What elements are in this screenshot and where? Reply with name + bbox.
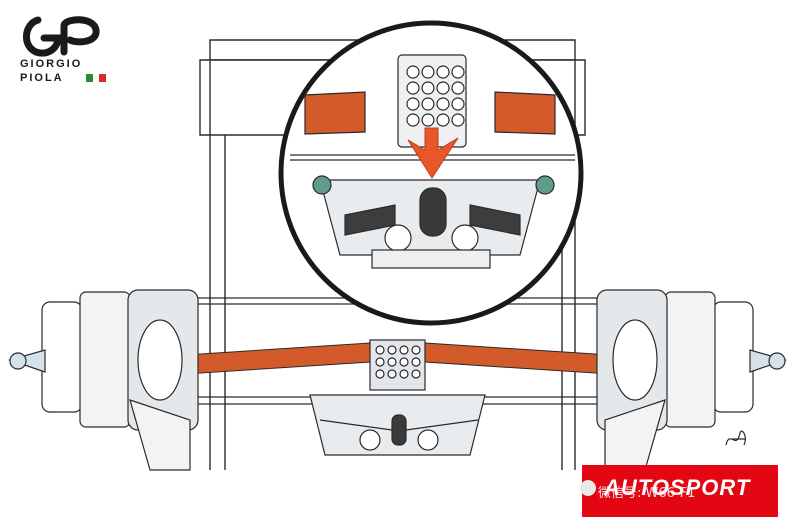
artist-signature (725, 430, 746, 446)
logo-line2: PIOLA (20, 72, 64, 84)
highlight-arrow (407, 127, 459, 179)
italian-flag-icon (86, 74, 107, 82)
right-wheel-hub (596, 289, 788, 471)
left-wheel-hub (7, 289, 199, 471)
autosport-label: AUTOSPORT (604, 475, 751, 500)
autosport-badge: AUTOSPORT (582, 465, 778, 517)
logo-line1: GIORGIO (20, 58, 83, 70)
giorgio-piola-logo (23, 16, 100, 57)
watermark-text: 微信号: W66-F1 (598, 486, 696, 501)
lower-gearbox (309, 339, 486, 456)
detail-magnifier (278, 20, 584, 326)
wechat-icon (580, 480, 596, 496)
